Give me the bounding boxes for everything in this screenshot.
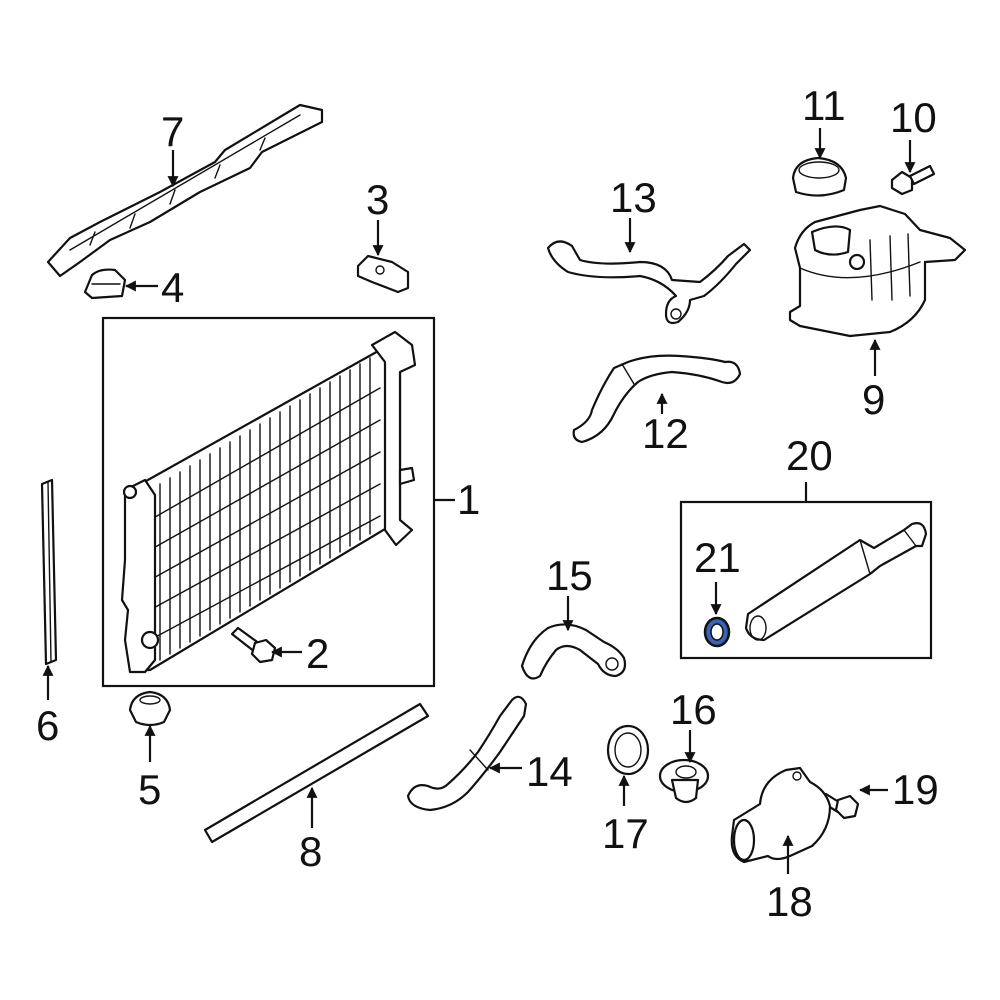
callout-10: 10	[890, 94, 937, 141]
callout-16: 16	[670, 686, 717, 733]
part-2-bolt[interactable]	[230, 626, 277, 664]
callout-15: 15	[546, 552, 593, 599]
callout-18: 18	[766, 878, 813, 925]
callout-19: 19	[892, 766, 939, 813]
part-9-reservoir[interactable]	[788, 204, 967, 338]
callout-4: 4	[161, 264, 184, 311]
callout-6: 6	[36, 702, 59, 749]
callout-11: 11	[802, 82, 846, 129]
part-16-thermostat[interactable]	[658, 758, 710, 804]
part-13-hose[interactable]	[546, 240, 752, 325]
callout-20: 20	[786, 432, 833, 479]
callout-13: 13	[610, 174, 657, 221]
leader-lines	[42, 128, 916, 874]
radiator-frame-box	[101, 316, 436, 688]
part-12-hose[interactable]	[572, 354, 742, 444]
part-21-o-ring[interactable]	[703, 616, 731, 648]
part-14-hose[interactable]	[406, 695, 528, 812]
part-20-tube[interactable]	[744, 522, 928, 642]
callout-9: 9	[862, 376, 885, 423]
part-4-clip[interactable]	[83, 268, 127, 300]
part-6-side-seal[interactable]	[40, 478, 58, 666]
callout-14: 14	[526, 748, 573, 795]
part-11-cap[interactable]	[791, 156, 848, 197]
callout-7: 7	[161, 108, 184, 155]
callout-2: 2	[306, 630, 329, 677]
part-3-bracket[interactable]	[356, 254, 410, 294]
part-10-bolt[interactable]	[890, 164, 936, 196]
callout-17: 17	[602, 810, 649, 857]
part-15-hose[interactable]	[520, 623, 627, 680]
part-18-housing[interactable]	[730, 766, 832, 864]
callout-numbers: 1 2 3 4 5 6 7 8 9 10 11 12 13 14 15 16 1…	[36, 82, 939, 925]
callout-12: 12	[642, 410, 689, 457]
callout-21: 21	[694, 534, 741, 581]
part-7-air-deflector[interactable]	[46, 103, 324, 278]
part-17-gasket[interactable]	[606, 724, 650, 776]
part-1-radiator[interactable]	[120, 330, 417, 674]
callout-1: 1	[457, 476, 480, 523]
callout-5: 5	[138, 766, 161, 813]
part-8-lower-seal[interactable]	[203, 702, 430, 844]
callout-3: 3	[366, 176, 389, 223]
part-5-insulator[interactable]	[128, 690, 172, 727]
callout-8: 8	[299, 828, 322, 875]
